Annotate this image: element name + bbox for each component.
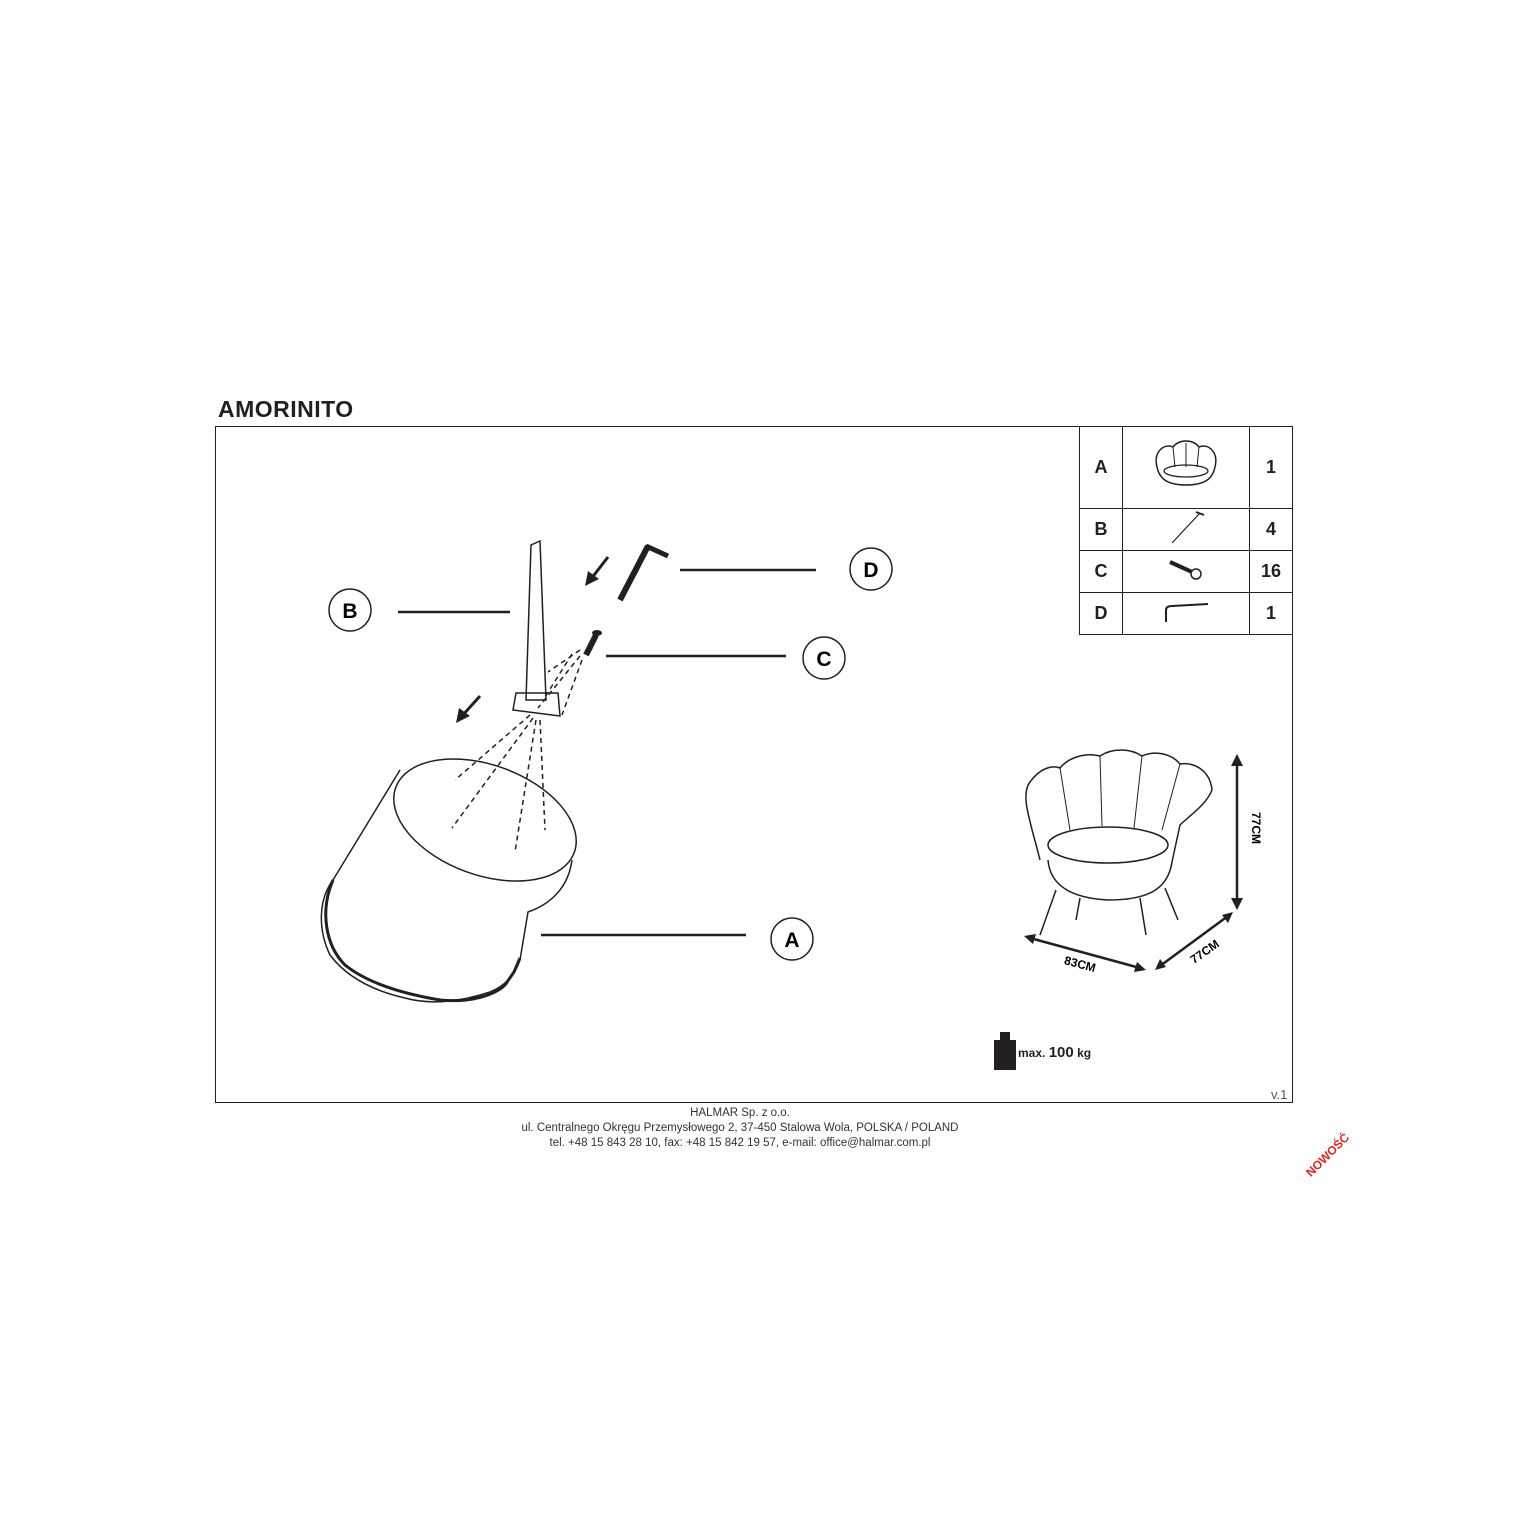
leg-icon: [1122, 508, 1250, 551]
svg-text:B: B: [342, 600, 357, 623]
parts-table: A 1 B 4 C 16 D 1: [1079, 426, 1293, 635]
part-letter: C: [1079, 550, 1123, 593]
svg-text:A: A: [784, 929, 799, 952]
arrow-heads: [1024, 754, 1243, 972]
instruction-frame: [215, 426, 1293, 1103]
parts-row-c: C 16: [1079, 550, 1293, 593]
callout-c: C: [802, 636, 846, 680]
arrow-icon: [456, 556, 610, 723]
guide-lines: [451, 649, 583, 853]
max-load-prefix: max.: [1018, 1046, 1046, 1060]
callout-lines: [398, 568, 816, 937]
callout-a: A: [770, 917, 814, 961]
company-name: HALMAR Sp. z o.o.: [690, 1107, 790, 1119]
part-letter: D: [1079, 592, 1123, 635]
bolt-drawing: [583, 630, 602, 657]
max-load: max. 100 kg: [1018, 1044, 1091, 1061]
allen-key-icon: [1122, 592, 1250, 635]
width-dimension: 83CM: [1063, 953, 1098, 975]
bolt-icon: [1122, 550, 1250, 593]
height-dimension: 77CM: [1249, 812, 1263, 844]
svg-text:D: D: [863, 559, 878, 582]
company-contact: tel. +48 15 843 28 10, fax: +48 15 842 1…: [549, 1137, 931, 1149]
dimension-arrows: [1029, 758, 1239, 970]
callout-b: B: [328, 588, 372, 632]
dimension-chair-drawing: [1025, 749, 1213, 936]
svg-text:C: C: [816, 648, 831, 671]
weight-icon: [994, 1032, 1016, 1070]
allen-key-drawing: [617, 543, 670, 602]
part-letter: B: [1079, 508, 1123, 551]
chair-drawing: [320, 758, 577, 1003]
product-title: AMORINITO: [218, 396, 354, 422]
max-load-unit: kg: [1077, 1046, 1092, 1060]
part-qty: 1: [1249, 426, 1293, 509]
callout-d: D: [849, 547, 893, 591]
part-qty: 1: [1249, 592, 1293, 635]
part-qty: 16: [1249, 550, 1293, 593]
footer: HALMAR Sp. z o.o. ul. Centralnego Okręgu…: [440, 1106, 1040, 1151]
parts-row-d: D 1: [1079, 592, 1293, 635]
leg-drawing: [512, 539, 561, 717]
max-load-value: 100: [1048, 1044, 1074, 1061]
company-address: ul. Centralnego Okręgu Przemysłowego 2, …: [521, 1122, 959, 1134]
version-label: v.1: [1271, 1087, 1288, 1102]
